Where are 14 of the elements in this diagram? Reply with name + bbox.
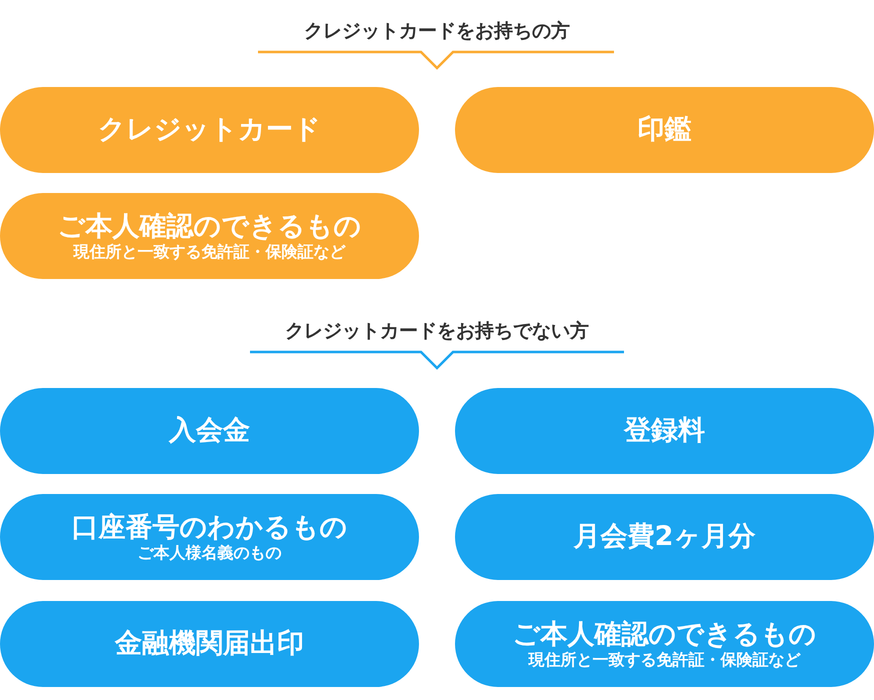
item-title: クレジットカード [98, 114, 321, 146]
item-title: 金融機関届出印 [115, 628, 304, 660]
item-note: ご本人様名義のもの [138, 542, 282, 562]
item-note: 現住所と一致する免許証・保険証など [528, 650, 800, 670]
item-title: 口座番号のわかるもの [72, 512, 348, 543]
item-title: ご本人確認のできるもの [58, 210, 362, 242]
item-title: 入会金 [169, 415, 250, 447]
item-note: 現住所と一致する免許証・保険証など [74, 242, 346, 262]
section-heading: クレジットカードをお持ちでない方 [285, 319, 589, 344]
item-title: 登録料 [624, 415, 705, 447]
item-title: 印鑑 [638, 114, 692, 146]
section-heading: クレジットカードをお持ちの方 [304, 19, 570, 44]
item-title: ご本人確認のできるもの [512, 618, 816, 650]
item-title: 月会費2ヶ月分 [574, 521, 756, 553]
